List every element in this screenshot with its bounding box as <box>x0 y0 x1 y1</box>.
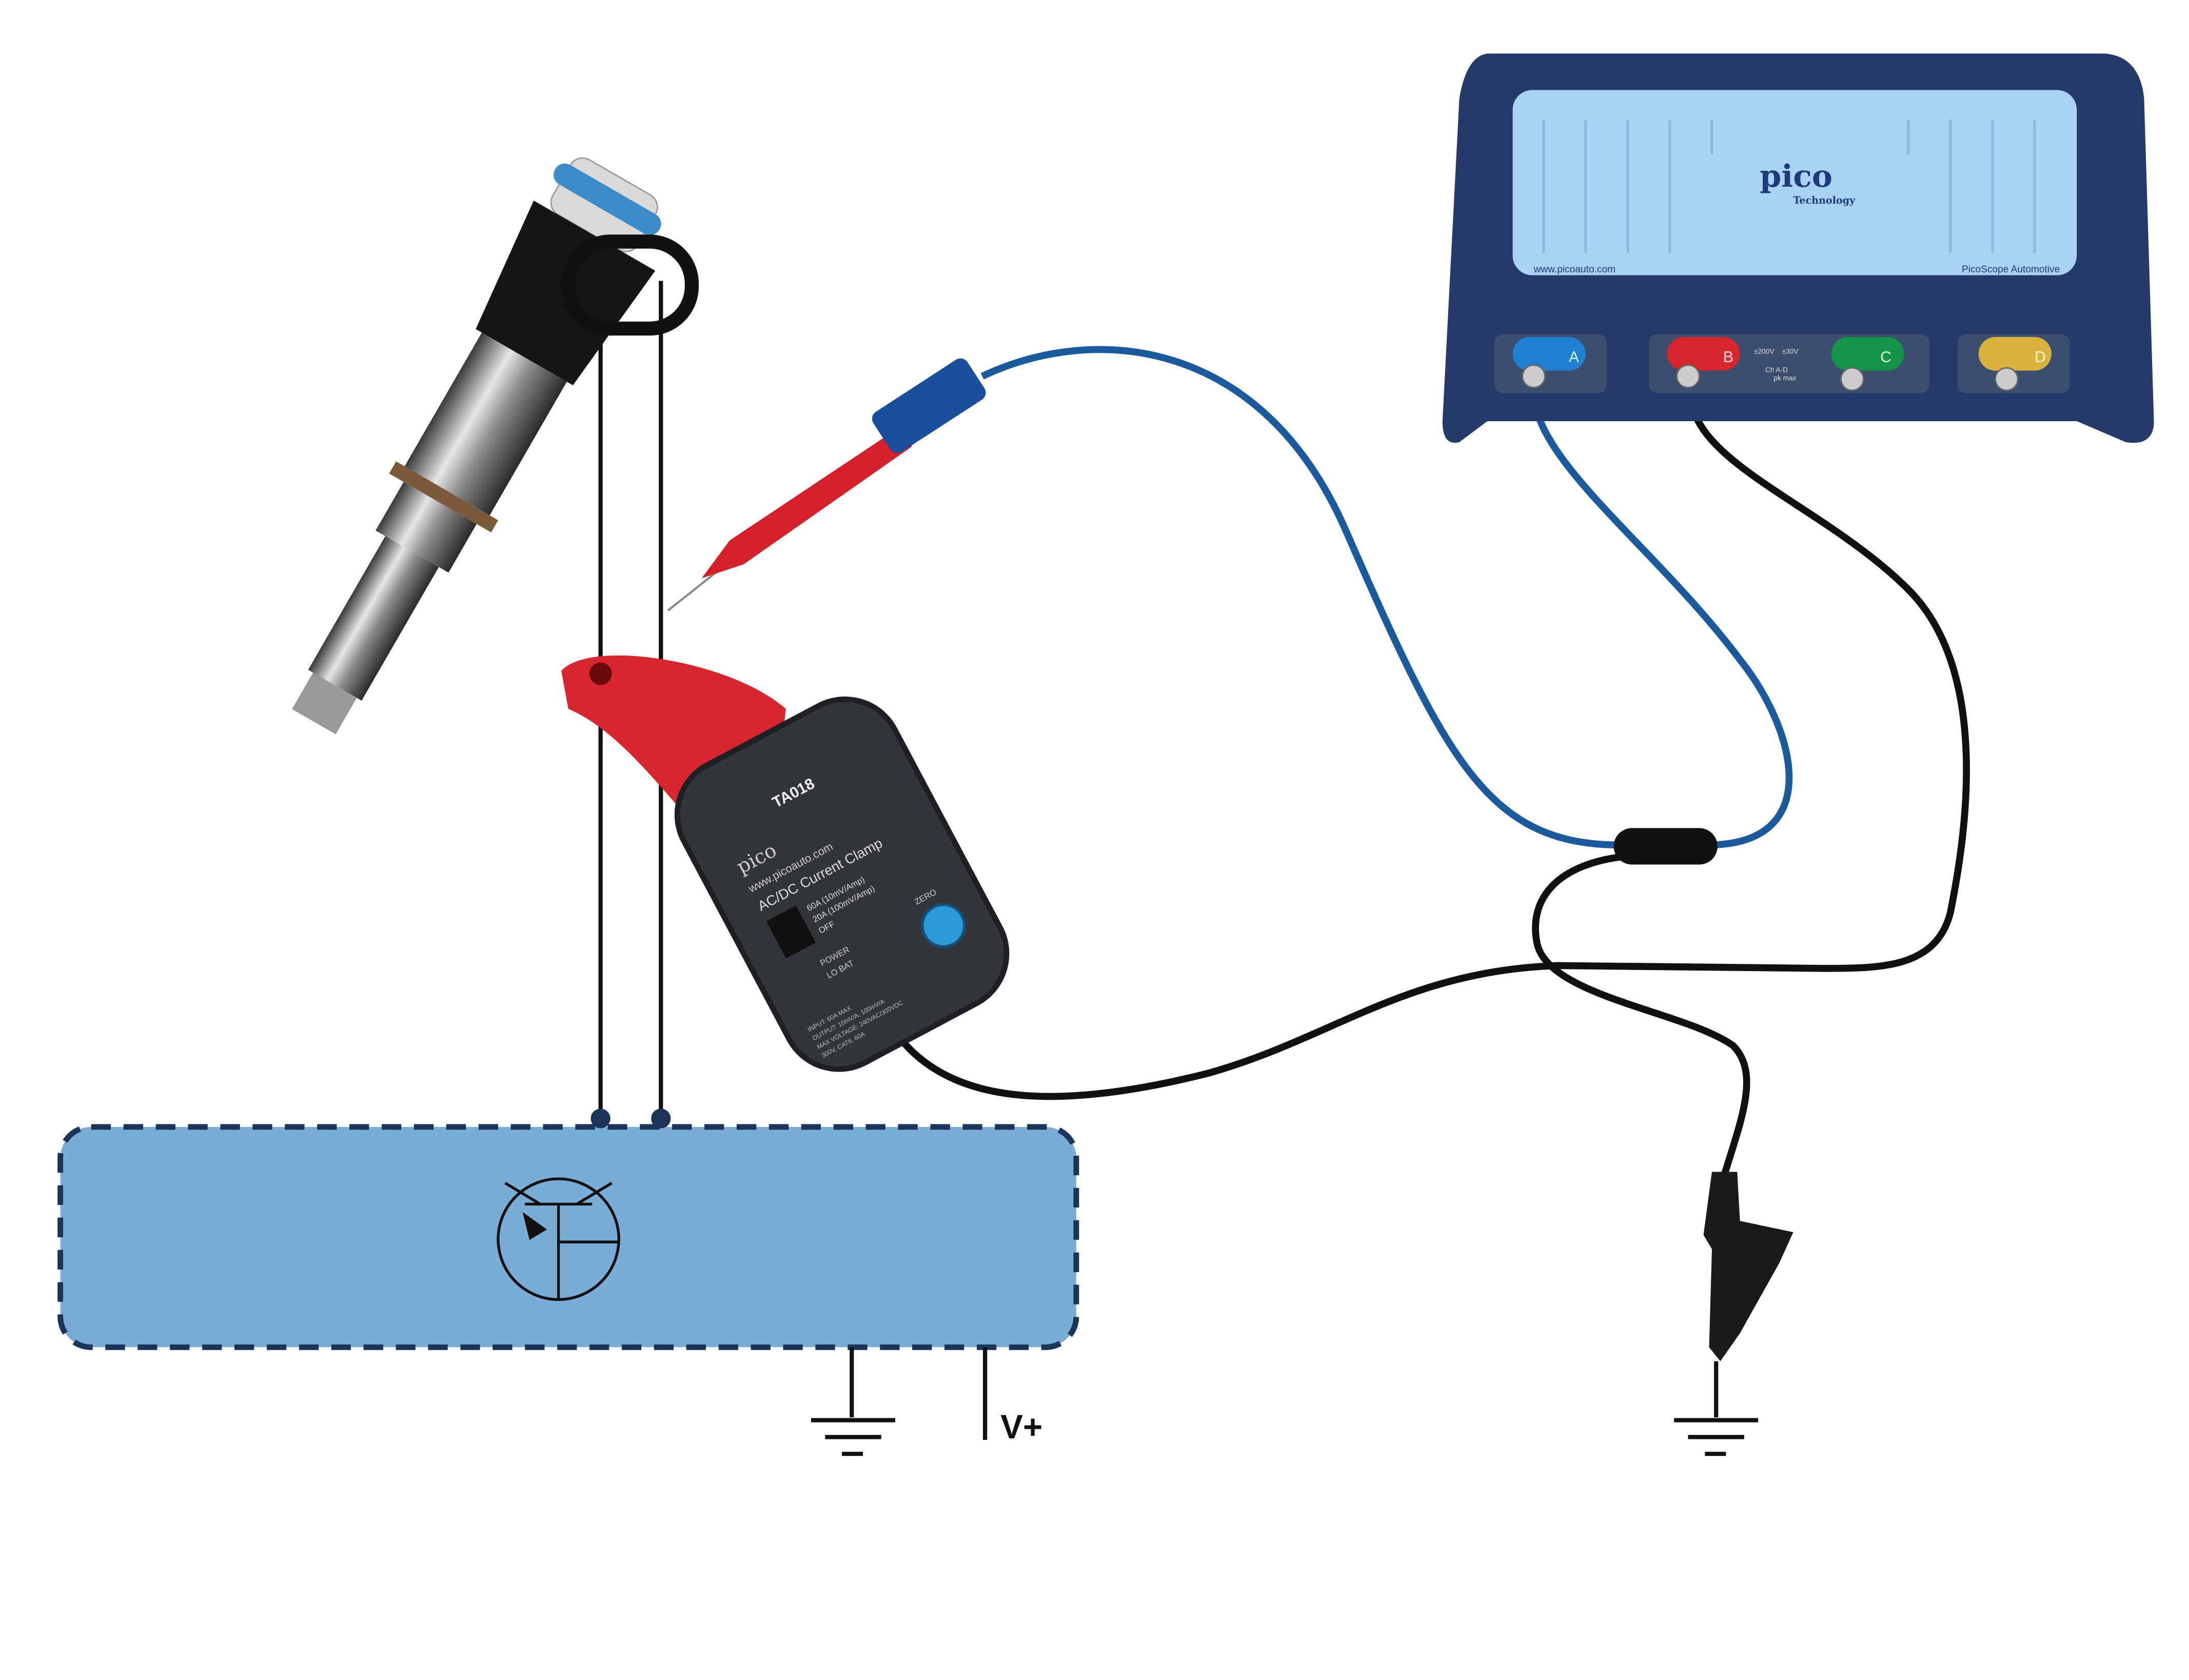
transistor-symbol <box>497 1177 620 1301</box>
zero-button[interactable] <box>915 897 972 954</box>
channel-c-input[interactable]: C <box>1831 337 1904 391</box>
warning-label: Ch A-D <box>1765 366 1788 373</box>
injector-connector <box>561 234 699 336</box>
scope-brand-logo: pico <box>1760 159 1832 194</box>
channel-a-input[interactable]: A <box>1512 337 1586 388</box>
connection-dot <box>651 1109 671 1129</box>
range-switch[interactable] <box>766 905 816 959</box>
warning-sub: pk max <box>1773 374 1796 382</box>
scope-model: PicoScope Automotive <box>1962 264 2060 275</box>
ground-symbol <box>811 1347 896 1456</box>
picoscope-device: pico Technology www.picoauto.com PicoSco… <box>1442 53 2154 443</box>
lead-splitter <box>1613 828 1718 865</box>
channel-c-label: C <box>1880 349 1891 366</box>
rating-left: ±200V <box>1754 348 1774 355</box>
channel-b-input[interactable]: B <box>1667 337 1740 388</box>
channel-d-input[interactable]: D <box>1978 337 2052 391</box>
channel-b-label: B <box>1723 349 1733 366</box>
scope-brand-sub: Technology <box>1793 194 1856 206</box>
channel-b-lead <box>895 393 1970 1100</box>
crocodile-clip <box>1703 1172 1793 1361</box>
channel-d-label: D <box>2035 349 2046 366</box>
channel-a-lead <box>980 346 1793 848</box>
connection-dot <box>590 1109 610 1129</box>
fuel-injector <box>292 157 661 735</box>
channel-a-label: A <box>1569 349 1579 366</box>
supply-label: V+ <box>1000 1408 1042 1446</box>
rating-right: ±30V <box>1782 348 1799 355</box>
supply-line: V+ <box>983 1347 1042 1446</box>
ground-symbol <box>1674 1361 1759 1456</box>
back-probe <box>667 358 986 611</box>
current-clamp: TA018 pico www.picoauto.com AC/DC Curren… <box>561 655 1010 1072</box>
ecu-module <box>57 1124 1079 1350</box>
scope-website: www.picoauto.com <box>1533 264 1615 275</box>
ground-lead <box>1532 853 1750 1180</box>
